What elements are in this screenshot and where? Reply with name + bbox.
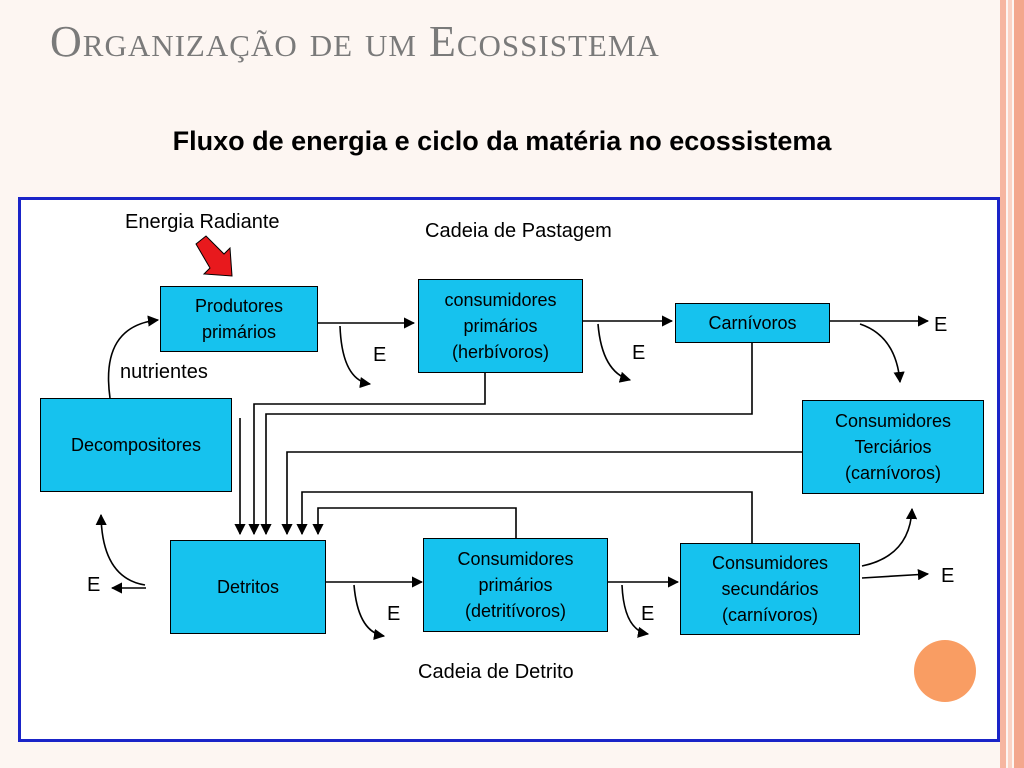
loss-curve [621,584,650,638]
energy-arrow [195,235,233,277]
tertiary-consumers-box: Consumidores Terciários (carnívoros) [802,400,984,494]
secondary-consumers-box: Consumidores secundários (carnívoros) [680,543,860,635]
primary-herbivores-box: consumidores primários (herbívoros) [418,279,583,373]
detritus-box: Detritos [170,540,326,634]
decor-stripe [1000,0,1006,768]
energy-loss-label: E [941,565,955,587]
loss-curve [597,323,632,383]
loss-curve [339,325,372,389]
energy-loss-label: E [632,342,646,364]
slide-title: Organização de um Ecossistema [50,17,660,66]
energy-loss-label: E [934,314,948,336]
detritus-feed-line [248,373,486,536]
carnivores-box: Carnívoros [675,303,830,343]
loss-curve [353,584,386,640]
decor-stripe [1008,0,1012,768]
decor-stripe [1014,0,1024,768]
accent-dot [914,640,976,702]
detritus-feed-line [312,507,517,538]
loss-curve [861,507,918,567]
nutrients-curve [107,315,160,399]
detritus-feed-line [281,451,802,536]
energy-label: Energia Radiante [125,211,280,233]
detritus-feed-line [296,491,753,543]
energy-loss-label: E [87,574,101,596]
energy-loss-label: E [387,603,401,625]
decomposers-box: Decompositores [40,398,232,492]
loss-curve [95,513,146,586]
loss-curve [859,323,905,384]
energy-loss-label: E [373,344,387,366]
slide-subtitle: Fluxo de energia e ciclo da matéria no e… [172,126,832,156]
detritus-feed-line [260,343,753,536]
primary-detritivores-box: Consumidores primários (detritívoros) [423,538,608,632]
energy-loss-label: E [641,603,655,625]
grazing-chain-label: Cadeia de Pastagem [425,220,612,242]
producers-box: Produtores primários [160,286,318,352]
detritus-chain-label: Cadeia de Detrito [418,661,574,683]
nutrients-label: nutrientes [120,361,208,383]
flow-arrow [861,569,930,581]
